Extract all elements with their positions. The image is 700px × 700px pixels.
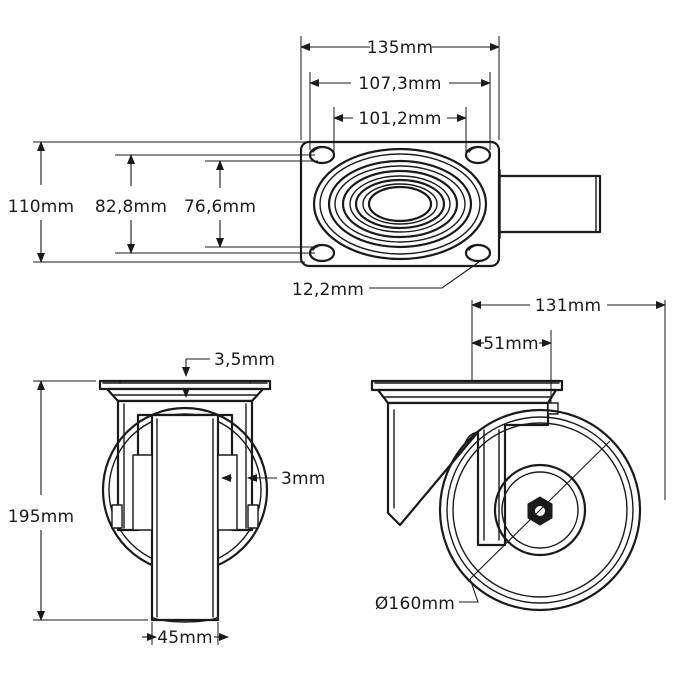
side-wheel-rim (452, 422, 628, 598)
front-wheel-body (150, 413, 220, 622)
dimension-plate-thickness: 3,5mm (182, 350, 275, 398)
dim-label-110: 110mm (8, 197, 75, 217)
front-mounting-plate (98, 379, 272, 391)
dim-label-101-2: 101,2mm (358, 109, 441, 129)
dim-label-135: 135mm (367, 38, 434, 58)
dimension-bolt-span-outer-y: 82,8mm (95, 154, 315, 254)
dim-label-195: 195mm (8, 507, 75, 527)
dimension-bolt-span-inner-y: 76,6mm (184, 160, 318, 248)
side-wheel-hub-outer (493, 463, 587, 557)
dimension-wheel-width: 45mm (142, 622, 229, 648)
dimension-bolt-span-inner-x: 101,2mm (333, 107, 467, 152)
swivel-raceway-rings (312, 147, 488, 261)
dim-label-3: 3mm (281, 469, 326, 489)
bolt-hole-top-right (464, 145, 492, 165)
dim-label-82-8: 82,8mm (95, 197, 167, 217)
wheel-top-projection (485, 169, 602, 239)
bolt-hole-bottom-right (464, 243, 492, 263)
dimension-tread-thickness: 3mm (221, 469, 326, 489)
dim-label-131: 131mm (535, 296, 602, 316)
front-axle-stub-left (111, 504, 123, 529)
dim-label-107-3: 107,3mm (358, 74, 441, 94)
dimension-overall-height: 195mm (8, 380, 148, 621)
side-elevation-view: 131mm 51mm Ø160mm (370, 296, 666, 614)
dimension-plate-width: 135mm (300, 36, 500, 140)
dim-label-45: 45mm (157, 628, 213, 648)
dim-label-12-2: 12,2mm (292, 280, 364, 300)
side-wheel-tread-inner (446, 416, 634, 604)
top-plate-view: 135mm 107,3mm 101,2mm 110mm (8, 36, 602, 300)
side-axle-bore (535, 506, 545, 516)
dimension-plate-depth: 110mm (8, 141, 305, 263)
side-wheel-hub-inner (501, 471, 579, 549)
dim-label-51: 51mm (483, 334, 539, 354)
dimension-bolt-hole-size: 12,2mm (292, 261, 480, 300)
dim-label-160: Ø160mm (375, 594, 455, 614)
front-bearing-left (132, 454, 153, 531)
front-bearing-right (217, 454, 238, 531)
dimension-wheel-diameter: Ø160mm (375, 440, 611, 614)
front-axle-stub-right (247, 504, 259, 529)
dim-label-76-6: 76,6mm (184, 197, 256, 217)
bolt-holes-top-view (308, 145, 492, 263)
dimension-swivel-offset: 51mm (471, 330, 552, 403)
side-wheel-outer (438, 408, 642, 612)
front-elevation-view: 3,5mm 3mm 195mm 45mm (8, 350, 326, 648)
dim-label-3-5: 3,5mm (214, 350, 275, 370)
dimension-bolt-span-outer-x: 107,3mm (309, 72, 491, 150)
